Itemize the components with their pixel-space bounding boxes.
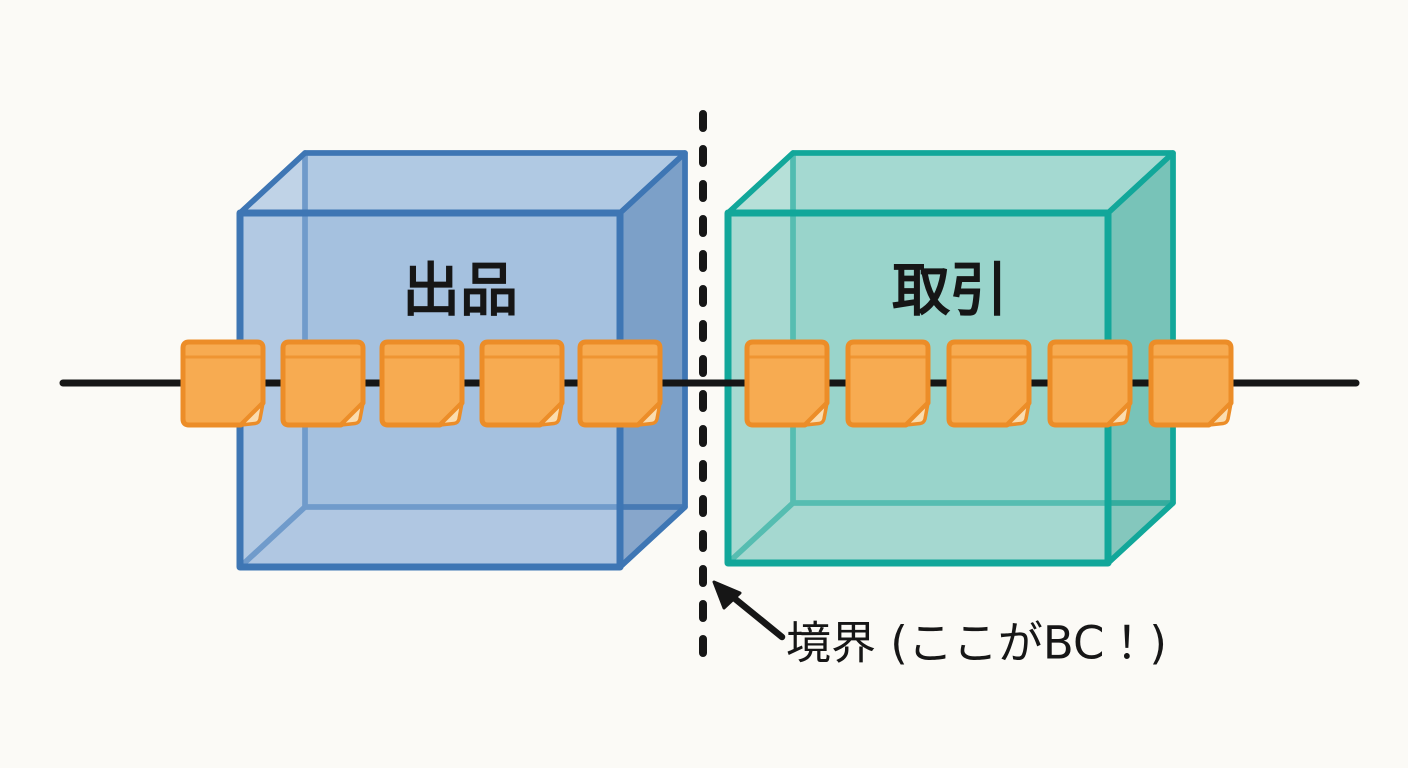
boundary-arrow (712, 580, 786, 641)
document-note-icon (379, 339, 465, 428)
document-folded-corner (438, 401, 464, 427)
document-body (479, 339, 565, 428)
document-note-icon (577, 339, 663, 428)
document-folded-corner (1005, 401, 1031, 427)
document-note-icon (280, 339, 366, 428)
document-folded-corner (339, 401, 365, 427)
document-note-icon (1047, 339, 1133, 428)
document-note-icon (946, 339, 1032, 428)
document-body (1047, 339, 1133, 428)
document-folded-corner (1207, 401, 1233, 427)
transaction-box-top-face (725, 150, 1176, 216)
document-folded-corner (803, 401, 829, 427)
listing-box-top-face (237, 150, 688, 216)
arrow-up-left-icon (712, 580, 742, 610)
document-folded-corner (538, 401, 564, 427)
boundary-arrow-shaft (730, 594, 786, 641)
document-body (744, 339, 830, 428)
document-folded-corner (904, 401, 930, 427)
document-folded-corner (239, 401, 265, 427)
transaction-box-label: 取引 (892, 256, 1008, 324)
document-body (946, 339, 1032, 428)
document-note-icon (180, 339, 266, 428)
document-note-icon (744, 339, 830, 428)
transaction-documents (744, 339, 1234, 428)
document-folded-corner (636, 401, 662, 427)
listing-box (236, 150, 688, 571)
boundary-label: 境界 (ここがBC！) (786, 617, 1167, 670)
document-note-icon (845, 339, 931, 428)
document-body (379, 339, 465, 428)
document-body (845, 339, 931, 428)
document-body (1148, 339, 1234, 428)
document-body (280, 339, 366, 428)
document-body (577, 339, 663, 428)
listing-box-label: 出品 (402, 256, 518, 324)
document-note-icon (1148, 339, 1234, 428)
document-note-icon (479, 339, 565, 428)
document-folded-corner (1106, 401, 1132, 427)
document-body (180, 339, 266, 428)
listing-documents (180, 339, 663, 428)
